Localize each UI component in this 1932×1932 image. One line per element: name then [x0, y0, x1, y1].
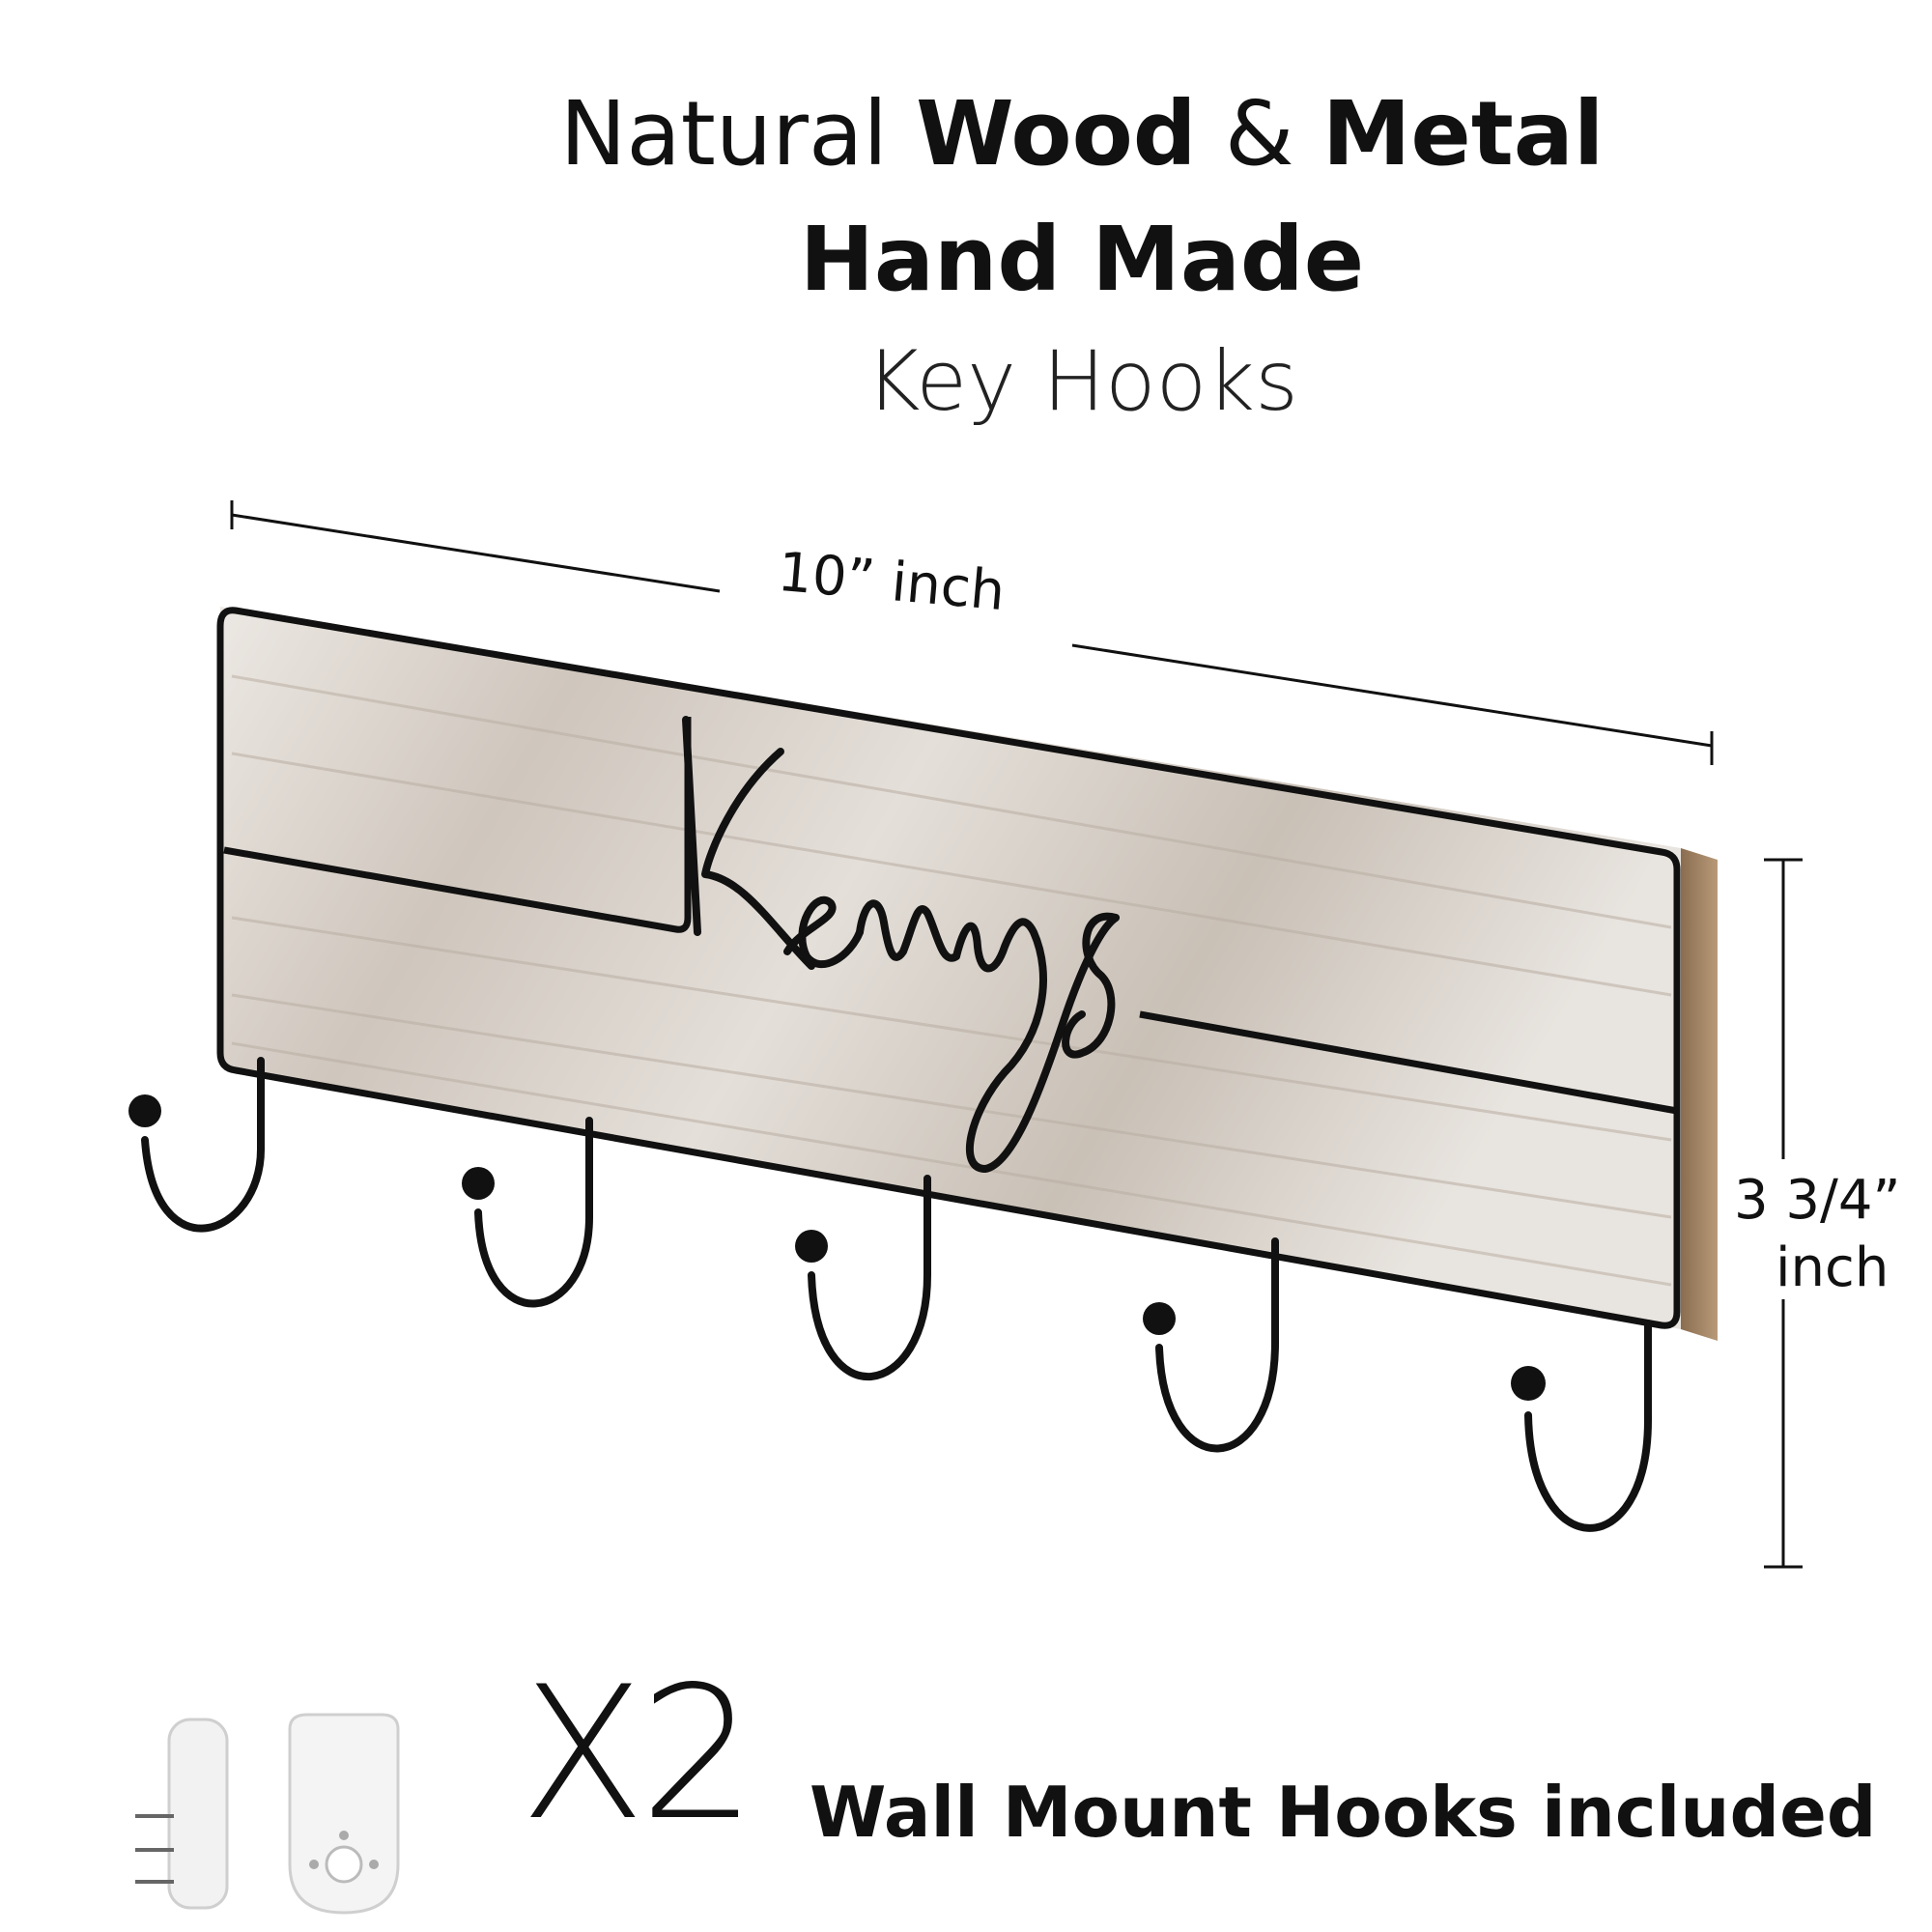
hook-2	[462, 1117, 593, 1308]
wood-board	[220, 607, 1681, 1329]
hook-4	[1143, 1237, 1279, 1453]
height-dimension-line	[1764, 858, 1803, 1569]
headline-line-3: Key Hooks	[866, 333, 1298, 430]
headline-line-1: Natural Wood & Metal	[116, 82, 1932, 185]
wall-mount-hook-side-view	[135, 1718, 229, 1910]
width-dimension-line	[230, 500, 1714, 765]
keys-wire-word	[682, 716, 1120, 1173]
hook-5	[1511, 1320, 1652, 1532]
headline-metal: Metal	[1321, 82, 1605, 185]
headline-ampersand: &	[1196, 82, 1322, 185]
wall-mount-hook-front-view	[288, 1713, 400, 1915]
wood-grain	[231, 674, 1672, 1287]
hook-1	[128, 1057, 265, 1233]
height-dimension-unit: inch	[1776, 1236, 1889, 1299]
headline-line-2: Hand Made	[799, 208, 1365, 311]
hook-3	[795, 1175, 931, 1380]
headline-wood: Wood	[916, 82, 1197, 185]
board-side-edge	[1681, 848, 1718, 1341]
mount-hooks-note: Wall Mount Hooks included	[810, 1772, 1877, 1853]
height-dimension-label: 3 3/4”	[1734, 1169, 1901, 1232]
headline-natural: Natural	[559, 82, 917, 185]
quantity-label: X2	[520, 1647, 756, 1861]
metal-frame	[216, 607, 1681, 1329]
